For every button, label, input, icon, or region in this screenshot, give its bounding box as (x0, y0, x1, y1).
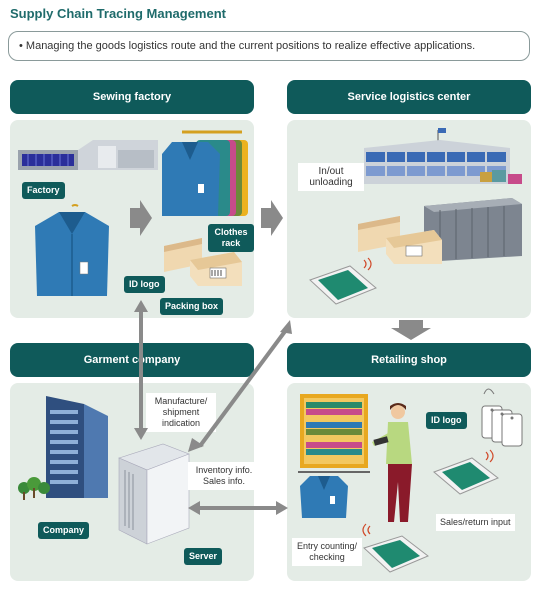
arrow-down-icon (391, 320, 431, 340)
jacket-icon (33, 204, 111, 298)
header-retailing-shop: Retailing shop (287, 343, 531, 377)
shop-clerk-icon (372, 402, 422, 526)
double-arrow-vertical-icon (134, 300, 148, 440)
shelf-with-clothes-icon (296, 392, 374, 520)
hang-tag-icon (476, 386, 528, 450)
label-id-logo-2: ID logo (426, 412, 467, 429)
label-id-logo-1: ID logo (124, 276, 165, 293)
double-arrow-horizontal-icon (188, 500, 288, 516)
packing-box-icon (162, 236, 244, 288)
rfid-reader-icon (430, 448, 504, 498)
page-title: Supply Chain Tracing Management (10, 6, 226, 21)
label-packing-box: Packing box (160, 298, 223, 315)
double-arrow-diagonal-icon (190, 320, 296, 456)
label-server: Server (184, 548, 222, 565)
arrow-right-icon (130, 200, 152, 236)
clothes-rack-icon (162, 126, 252, 222)
warehouse-icon (360, 124, 525, 194)
label-inventory-sales: Inventory info. Sales info. (188, 462, 260, 490)
intro-box: • Managing the goods logistics route and… (8, 31, 530, 61)
rfid-reader-icon (306, 256, 384, 308)
arrow-right-icon (261, 200, 283, 236)
label-sales-return-input: Sales/return input (436, 514, 515, 531)
label-factory: Factory (22, 182, 65, 199)
office-building-icon (18, 392, 118, 504)
server-icon (117, 440, 193, 546)
header-sewing-factory: Sewing factory (10, 80, 254, 114)
header-logistics-center: Service logistics center (287, 80, 531, 114)
label-inout-unloading: In/out unloading (298, 163, 364, 191)
rfid-reader-icon (358, 524, 432, 578)
factory-building-icon (18, 136, 158, 176)
label-entry-counting: Entry counting/ checking (292, 538, 362, 566)
label-company: Company (38, 522, 89, 539)
